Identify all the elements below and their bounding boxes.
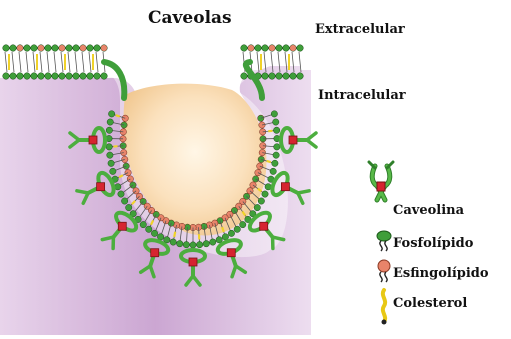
intracellular-label: Intracelular <box>318 88 406 103</box>
legend-cholesterol-label: Colesterol <box>393 296 467 311</box>
legend-sphingolipid-label: Esfingolípido <box>393 266 489 281</box>
legend-phospholipid-label: Fosfolípido <box>393 236 473 251</box>
extracellular-label: Extracelular <box>315 22 405 37</box>
legend-caveolin-label: Caveolina <box>393 203 464 218</box>
diagram-title: Caveolas <box>148 8 232 28</box>
